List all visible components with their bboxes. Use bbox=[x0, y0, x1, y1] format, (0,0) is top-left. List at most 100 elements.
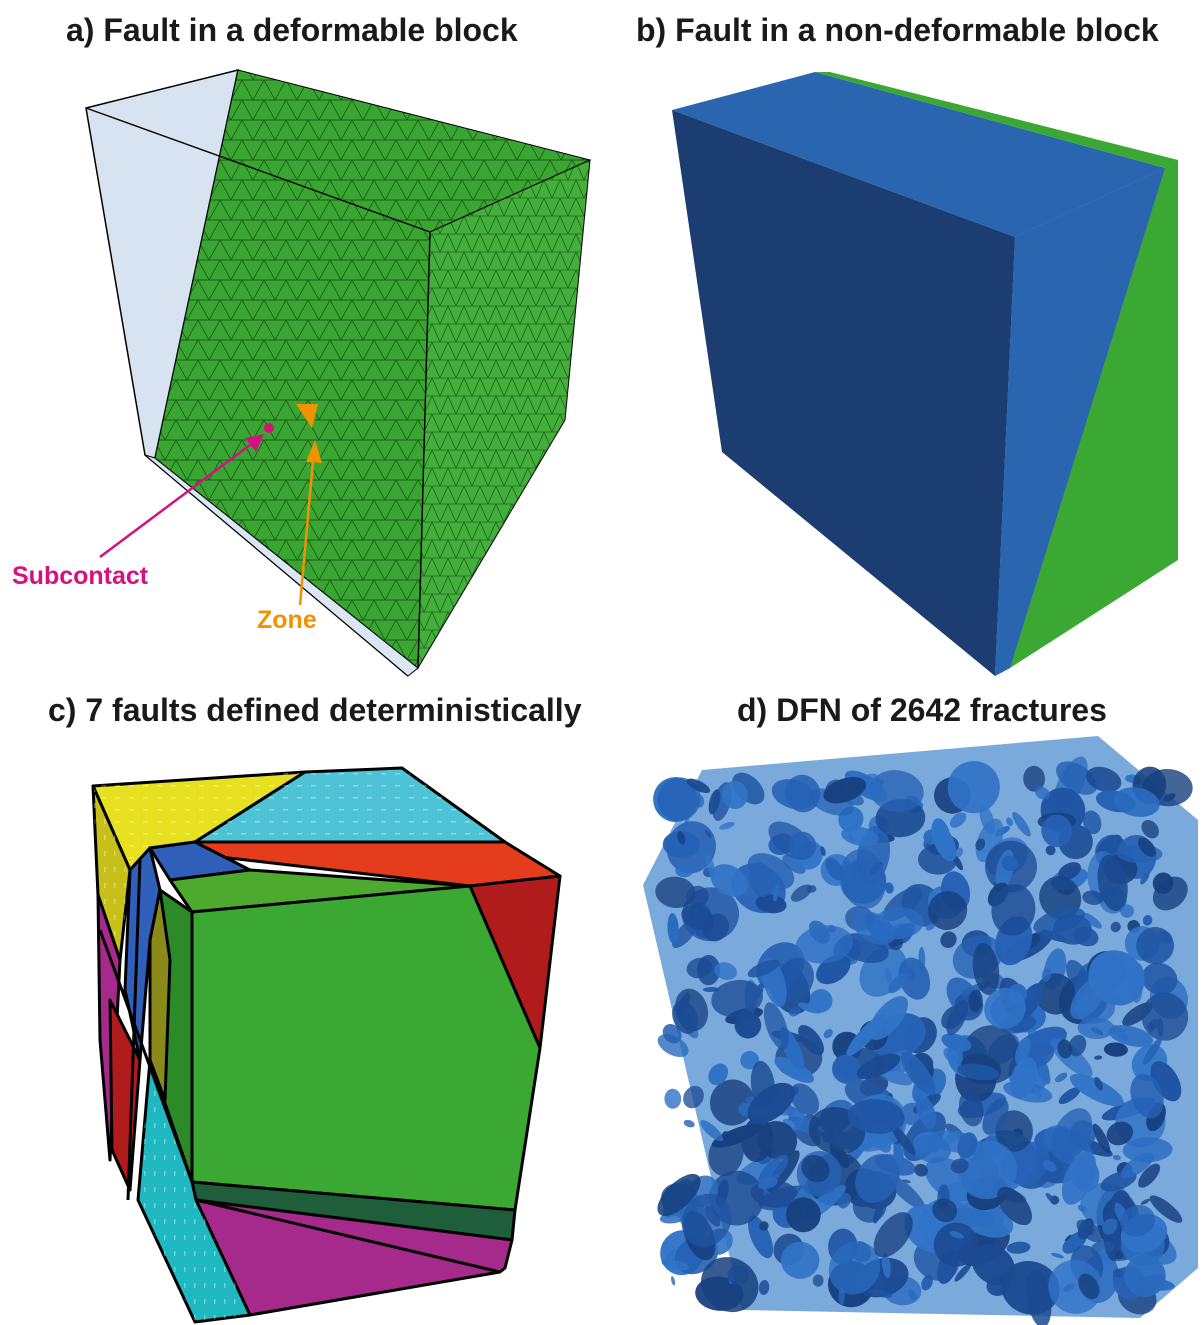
fracture-ellipse bbox=[1108, 1025, 1154, 1047]
fracture-ellipse bbox=[1015, 1037, 1031, 1066]
fracture-ellipse bbox=[949, 1230, 964, 1239]
yellow-top-block-dots bbox=[93, 772, 305, 870]
fracture-ellipse bbox=[869, 770, 924, 813]
fracture-ellipse bbox=[914, 1163, 928, 1177]
fracture-ellipse bbox=[782, 1118, 801, 1131]
panel-d-title: d) DFN of 2642 fractures bbox=[737, 692, 1107, 728]
subcontact-arrow bbox=[99, 434, 263, 559]
fracture-ellipse bbox=[979, 805, 995, 835]
fracture-ellipse bbox=[884, 882, 894, 894]
fracture-ellipse bbox=[1010, 1057, 1038, 1099]
fracture-ellipse bbox=[832, 1054, 862, 1084]
subcontact-marker bbox=[264, 423, 274, 433]
zone-arrowhead bbox=[306, 440, 322, 463]
fracture-ellipse bbox=[1086, 766, 1122, 793]
fracture-ellipse bbox=[1033, 907, 1086, 935]
fracture-ellipse bbox=[786, 1197, 821, 1233]
fracture-ellipse bbox=[677, 831, 686, 845]
fracture-ellipse bbox=[721, 1131, 730, 1140]
fracture-ellipse bbox=[982, 1098, 1009, 1135]
fracture-ellipse bbox=[873, 1212, 913, 1258]
fracture-ellipse bbox=[1115, 1250, 1124, 1260]
fracture-ellipse bbox=[753, 983, 764, 1001]
front-face bbox=[672, 110, 1015, 676]
fracture-ellipse bbox=[1012, 811, 1031, 837]
fracture-ellipse bbox=[657, 1173, 701, 1217]
fracture-ellipse bbox=[1138, 1163, 1161, 1188]
fracture-ellipse bbox=[798, 1024, 825, 1056]
fracture-ellipse bbox=[847, 1099, 905, 1134]
fracture-ellipse bbox=[780, 1241, 820, 1279]
yellow-left-face-dots bbox=[93, 786, 130, 960]
fracture-ellipse bbox=[825, 857, 844, 881]
fracture-ellipse bbox=[1136, 926, 1174, 965]
fracture-ellipse bbox=[741, 1117, 774, 1162]
fracture-ellipse bbox=[1141, 962, 1178, 995]
fracture-ellipse bbox=[1064, 1234, 1072, 1242]
cyan-bottom-face-dots bbox=[138, 1060, 250, 1322]
fracture-ellipse bbox=[941, 1033, 972, 1052]
fracture-ellipse bbox=[1094, 1076, 1103, 1091]
fracture-ellipse bbox=[782, 854, 806, 874]
fracture-ellipse bbox=[750, 1060, 775, 1109]
fracture-ellipse bbox=[671, 1276, 676, 1286]
fracture-ellipse bbox=[1001, 855, 1019, 872]
fracture-ellipse bbox=[681, 905, 715, 931]
fracture-ellipse bbox=[657, 1034, 689, 1058]
fault-trace-2 bbox=[126, 859, 142, 1201]
fracture-ellipse bbox=[1102, 1218, 1118, 1235]
panel-b-diagram bbox=[672, 72, 1178, 676]
fracture-ellipse bbox=[925, 923, 935, 931]
fracture-ellipse bbox=[1112, 1268, 1124, 1278]
fracture-ellipse bbox=[788, 1007, 801, 1017]
fracture-ellipse bbox=[790, 884, 812, 902]
fracture-ellipse bbox=[1055, 1072, 1068, 1083]
fracture-ellipse bbox=[1077, 1017, 1115, 1039]
cyan-top-block-dots bbox=[195, 768, 505, 842]
fracture-ellipse bbox=[954, 1263, 972, 1282]
fracture-ellipse bbox=[1083, 810, 1102, 835]
fracture-ellipse bbox=[759, 1221, 769, 1231]
fracture-ellipse bbox=[1140, 1198, 1151, 1205]
fracture-ellipse bbox=[1120, 1205, 1155, 1237]
fracture-ellipse bbox=[984, 987, 1026, 1029]
fracture-ellipse bbox=[1041, 967, 1052, 983]
fracture-ellipse bbox=[749, 862, 773, 897]
fracture-ellipse bbox=[841, 826, 879, 847]
fracture-ellipse bbox=[1033, 1086, 1041, 1099]
fracture-ellipse bbox=[702, 986, 719, 993]
fracture-ellipse bbox=[763, 1002, 789, 1050]
fracture-ellipse bbox=[958, 1090, 984, 1127]
fracture-ellipse bbox=[681, 1193, 732, 1247]
fracture-ellipse bbox=[868, 1289, 893, 1298]
fracture-ellipse bbox=[972, 942, 1000, 996]
fracture-ellipse bbox=[947, 760, 1000, 814]
fault-trace-1 bbox=[98, 929, 194, 1183]
fracture-ellipse bbox=[1041, 814, 1073, 848]
fracture-ellipse bbox=[705, 829, 712, 839]
green-main-face bbox=[190, 884, 542, 1212]
fracture-ellipse bbox=[758, 1280, 770, 1295]
fracture-ellipse bbox=[1082, 912, 1102, 929]
fracture-ellipse bbox=[823, 1029, 833, 1039]
olive-left-sliver bbox=[148, 888, 172, 1102]
fracture-ellipse bbox=[662, 1024, 682, 1044]
fracture-ellipse bbox=[955, 847, 964, 858]
fracture-ellipse bbox=[812, 1274, 824, 1287]
fracture-ellipse bbox=[1006, 817, 1014, 826]
fracture-ellipse bbox=[915, 1093, 937, 1129]
block-front-edge bbox=[417, 231, 431, 669]
fracture-ellipse bbox=[1051, 1252, 1064, 1259]
fracture-ellipse bbox=[949, 812, 967, 828]
fracture-ellipse bbox=[1069, 1073, 1124, 1107]
fracture-ellipse bbox=[852, 911, 896, 945]
fracture-ellipse bbox=[968, 989, 983, 1013]
fracture-ellipse bbox=[708, 1063, 729, 1086]
fracture-ellipse bbox=[1097, 854, 1128, 911]
fracture-ellipse bbox=[1051, 1108, 1093, 1162]
fracture-ellipse bbox=[900, 1051, 936, 1096]
fracture-ellipse bbox=[838, 1193, 851, 1209]
fracture-ellipse bbox=[933, 1222, 979, 1267]
panel-a-title: a) Fault in a deformable block bbox=[66, 12, 518, 48]
fracture-ellipse bbox=[946, 999, 969, 1036]
